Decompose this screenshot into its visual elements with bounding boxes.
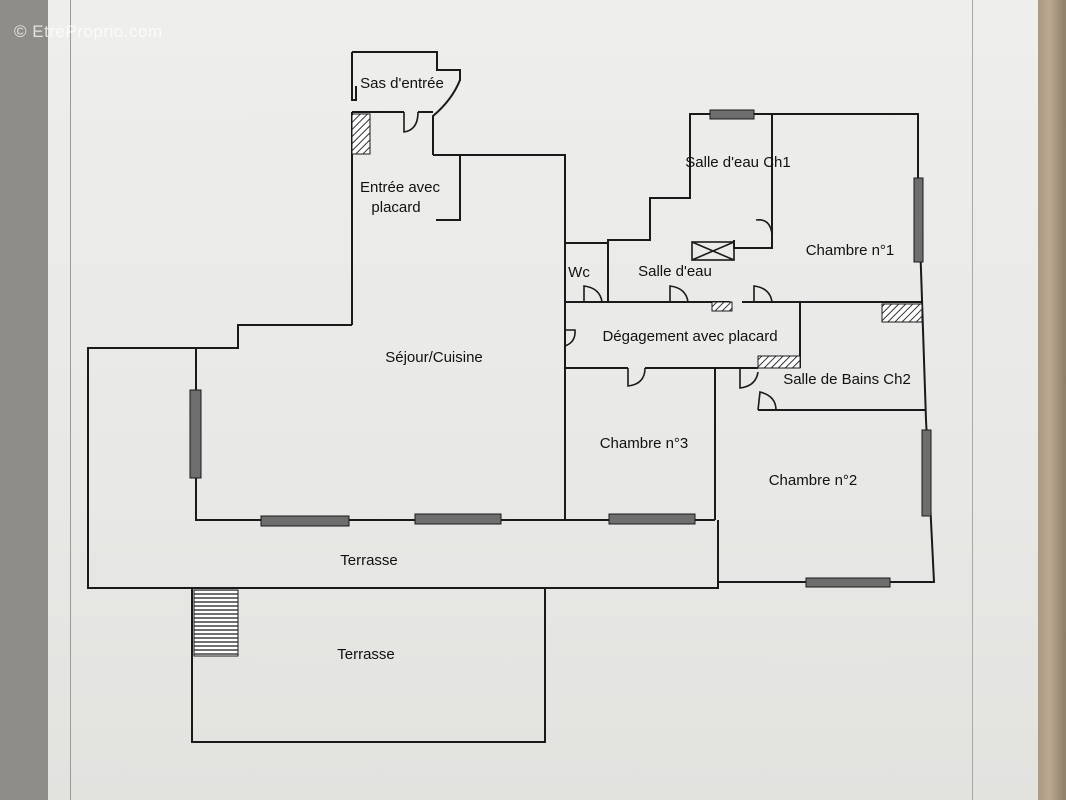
outer-terrace-wall	[87, 324, 546, 743]
wc-door-icon	[583, 285, 603, 303]
label-sejour: Séjour/Cuisine	[385, 349, 483, 366]
duct-icon	[351, 113, 371, 155]
label-chambre3: Chambre n°3	[600, 435, 689, 452]
stairs-icon	[193, 589, 239, 657]
paper-sheet	[48, 0, 1038, 800]
shower-cross-icon	[691, 241, 735, 261]
window-icon	[260, 515, 350, 527]
duct-icon	[711, 301, 733, 312]
label-terrasse-lower: Terrasse	[337, 646, 395, 663]
sas-wall	[352, 51, 461, 155]
window-icon	[913, 177, 924, 263]
duct-icon	[757, 355, 801, 369]
window-icon	[805, 577, 891, 588]
paper-edge-line	[972, 0, 973, 800]
label-salle-bains-ch2: Salle de Bains Ch2	[783, 371, 911, 388]
label-chambre1: Chambre n°1	[806, 242, 895, 259]
watermark: © EtreProprio.com	[14, 22, 163, 41]
window-icon	[608, 513, 696, 525]
label-salle-eau: Salle d'eau	[638, 263, 712, 280]
label-wc: Wc	[568, 264, 590, 281]
window-icon	[414, 513, 502, 525]
wood-surface	[1038, 0, 1066, 800]
window-icon	[921, 429, 932, 517]
label-terrasse-upper: Terrasse	[340, 552, 398, 569]
door-swings	[403, 111, 777, 411]
hatched-elements	[193, 113, 923, 657]
label-degagement: Dégagement avec placard	[602, 328, 777, 345]
window-icon	[189, 389, 202, 479]
label-entree-2: placard	[371, 199, 420, 216]
label-entree-1: Entrée avec	[360, 179, 441, 196]
sejour-door-icon	[564, 329, 576, 347]
windows	[189, 109, 932, 588]
chambre3-door-icon	[627, 367, 646, 387]
shower-icon	[691, 241, 735, 261]
salle-eau-ch1-wall	[733, 114, 773, 249]
top-right-wall	[565, 113, 919, 244]
chambre2-door-icon	[757, 391, 777, 411]
chambre1-door-icon	[753, 285, 773, 303]
sas-door-icon	[403, 111, 419, 133]
label-chambre2: Chambre n°2	[769, 472, 858, 489]
salle-eau-door-icon	[669, 285, 689, 303]
paper-margin-line	[70, 0, 71, 800]
sejour-bottom-wall	[195, 348, 715, 521]
placard-wall	[436, 155, 461, 221]
window-icon	[709, 109, 755, 120]
right-outer-wall	[717, 179, 936, 583]
sejour-right-wall	[433, 154, 566, 520]
sas-left-wall	[351, 52, 357, 101]
label-sas: Sas d'entrée	[360, 75, 444, 92]
terrace-right-wall	[545, 520, 719, 589]
salle-bains-door-icon	[739, 368, 759, 389]
salle-eau-ch1-door-icon	[755, 218, 773, 235]
label-salle-eau-ch1: Salle d'eau Ch1	[685, 154, 790, 171]
room-labels: Sas d'entrée Entrée avec placard Séjour/…	[337, 75, 911, 663]
shower-box	[691, 241, 735, 261]
duct-icon	[881, 303, 923, 323]
